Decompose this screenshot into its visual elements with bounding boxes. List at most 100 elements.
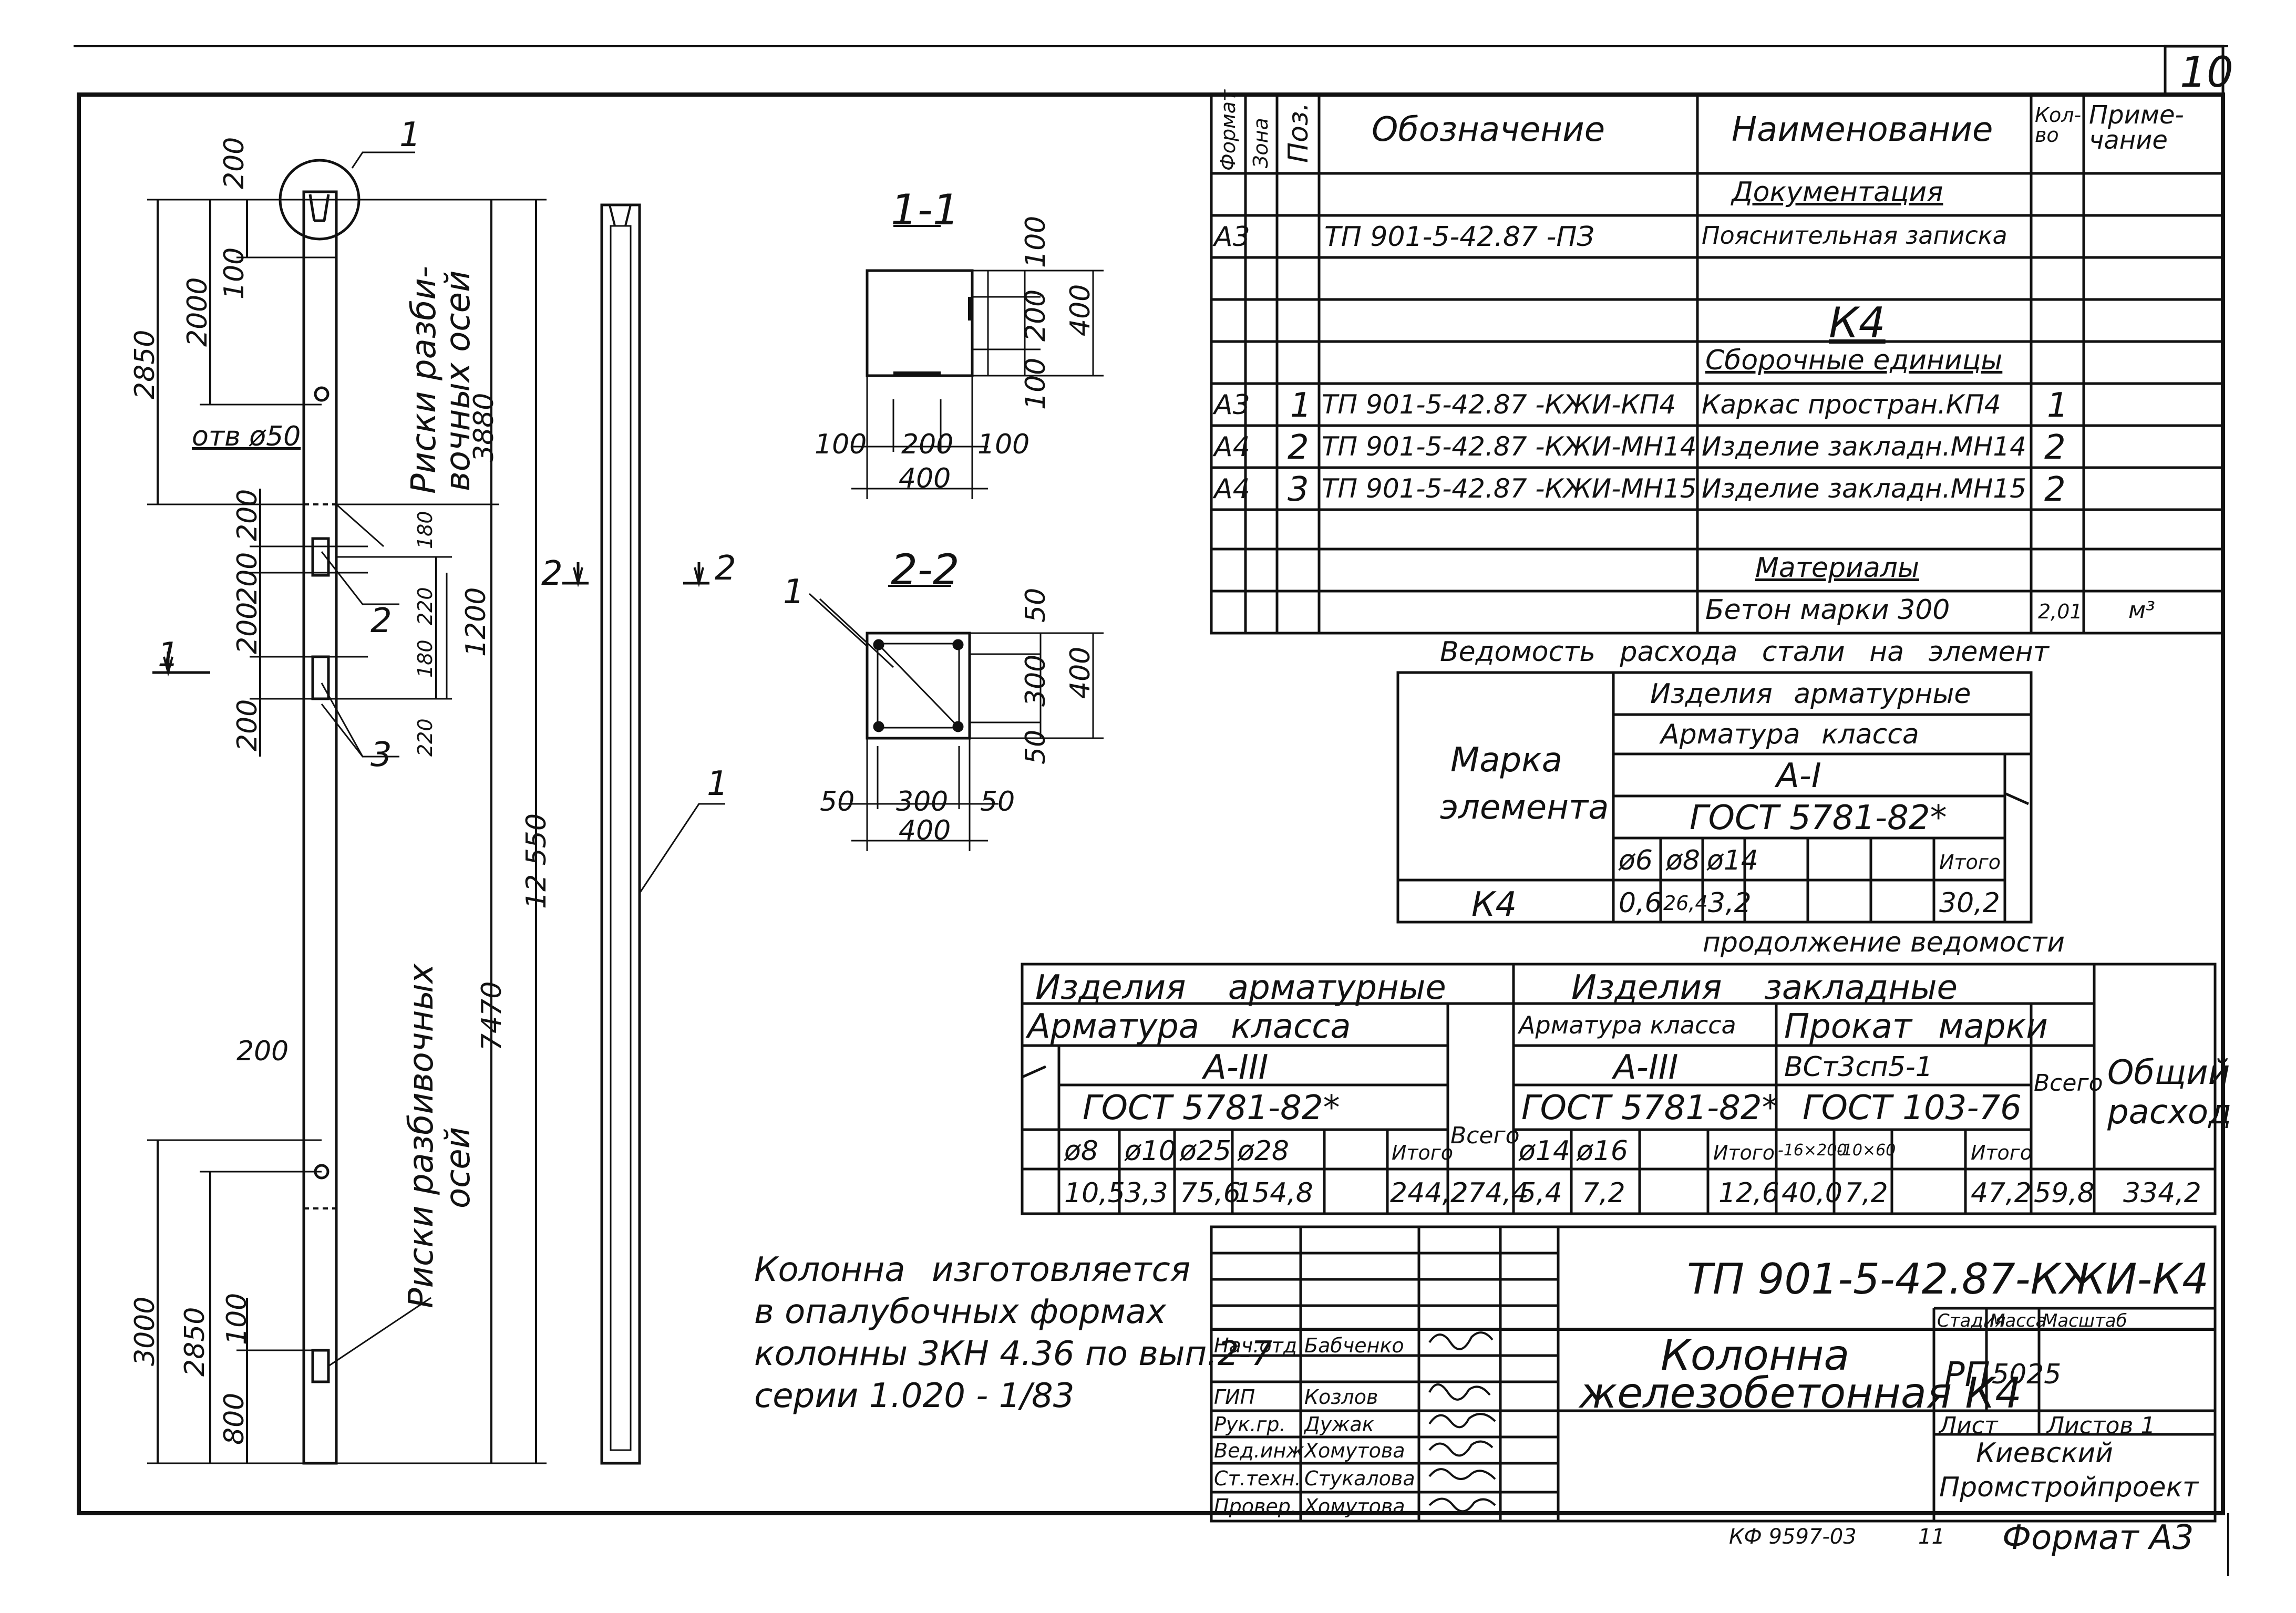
steel-col-1: ø6 [1619, 845, 1653, 876]
steel2-total1: 274,4 [1450, 1177, 1529, 1209]
dim-left-200-a: 200 [232, 489, 263, 541]
spec-header-zone: Зона [1249, 118, 1272, 168]
spec-header-designation: Обозначение [1372, 110, 1605, 149]
spec-row-2-designation: ТП 901-5-42.87 -КЖИ-МН14 [1322, 431, 1697, 462]
spec-header-format: Формат [1217, 89, 1240, 171]
axis-hole-top [314, 386, 330, 402]
dim-right-12550: 12 550 [521, 813, 552, 909]
sec1-dim-right: 100 [977, 429, 1030, 460]
note-line-4: серии 1.020 - 1/83 [754, 1377, 1075, 1415]
sec2-dim-right: 50 [980, 786, 1015, 818]
cut-2-label-right: 2 [715, 549, 736, 588]
steel2-col1-1: ø8 [1064, 1135, 1098, 1167]
spec-row-3-format: А4 [1214, 473, 1250, 505]
person-2-role: ГИП [1214, 1385, 1255, 1409]
title-stage-label: Стадия [1937, 1310, 2006, 1331]
spec-doc-format: А3 [1214, 221, 1250, 253]
spec-header-note: Приме-чание [2089, 100, 2184, 155]
steel2-col1-total: Итого [1392, 1141, 1454, 1164]
note-line-2: в опалубочных формах [754, 1293, 1166, 1331]
person-6-role: Провер. [1214, 1495, 1297, 1518]
title-mass: 5025 [1992, 1359, 2062, 1390]
column-side-view [600, 203, 725, 1465]
spec-table-grid [1210, 93, 2225, 635]
sec1-dim-total: 400 [899, 463, 951, 494]
marks-top-1: Риски разби- [405, 266, 444, 494]
person-5-role: Ст.техн. [1214, 1467, 1301, 1490]
spec-row-2-name: Изделие закладн.МН14 [1702, 431, 2026, 462]
sec2-dim-v1: 50 [1020, 587, 1052, 623]
steel2-val3-total: 47,2 [1971, 1177, 2032, 1209]
steel2-col3-2: -10×60 [1837, 1141, 1896, 1160]
spec-section-assemblies: Сборочные единицы [1705, 345, 2003, 376]
steel-col-2: ø8 [1666, 845, 1700, 876]
sec1-dim-v3: 100 [1020, 357, 1052, 410]
steel2-val2-1: 5,4 [1519, 1177, 1562, 1209]
title-org-2: Промстройпроект [1939, 1472, 2199, 1503]
steel-table-grid [1396, 671, 2033, 924]
steel2-class-label-1: Арматура класса [1027, 1007, 1351, 1046]
dim-right-180-a: 180 [414, 511, 437, 549]
person-5-name: Стукалова [1304, 1467, 1415, 1490]
dim-left-200-c: 200 [232, 602, 263, 654]
sheet-number: 10 [2180, 48, 2233, 97]
section-2-2-title: 2-2 [891, 545, 960, 594]
pos-3-label: 3 [370, 736, 392, 774]
continuation-title: продолжение ведомости [1703, 927, 2065, 958]
spec-row-2-format: А4 [1214, 431, 1250, 463]
spec-concrete-note: м³ [2128, 597, 2155, 624]
column-elevation [147, 151, 709, 1465]
sec1-dim-v2: 200 [1020, 289, 1052, 342]
dim-right-180-b: 180 [414, 639, 437, 678]
dim-left-2850-top: 2850 [129, 329, 161, 399]
spec-section-k4: К4 [1829, 298, 1886, 347]
spec-section-documents: Документация [1732, 177, 1943, 208]
sec2-dim-v2: 300 [1020, 654, 1052, 707]
steel-continuation-grid [1021, 963, 2217, 1215]
steel2-val2-2: 7,2 [1582, 1177, 1625, 1209]
steel2-grand: 334,2 [2123, 1177, 2201, 1209]
spec-row-1-format: А3 [1214, 389, 1250, 421]
dim-left-200-b: 200 [232, 552, 263, 604]
person-1-name: Бабченко [1304, 1334, 1404, 1357]
title-sheet-label: Лист [1939, 1412, 1998, 1439]
steel2-val1-2: 3,3 [1125, 1177, 1168, 1209]
steel2-col2-2: ø16 [1577, 1135, 1628, 1167]
spec-doc-designation: ТП 901-5-42.87 -ПЗ [1324, 221, 1594, 253]
sec2-dim-left: 50 [820, 786, 855, 818]
spec-concrete-name: Бетон марки 300 [1705, 594, 1950, 626]
steel2-rolled-grade: ВСт3сп5-1 [1784, 1051, 1933, 1083]
steel2-total2: 59,8 [2034, 1177, 2095, 1209]
sec2-callout-label: 1 [783, 573, 805, 612]
title-org-1: Киевский [1976, 1438, 2113, 1469]
steel-group: Изделия арматурные [1650, 678, 1971, 710]
dim-right-3880: 3880 [468, 392, 500, 462]
section-2-2 [808, 585, 1104, 851]
spec-row-3-name: Изделие закладн.МН15 [1702, 473, 2026, 504]
person-2-name: Козлов [1304, 1385, 1378, 1409]
person-1-role: Нач.отд [1214, 1334, 1298, 1357]
sec1-dim-v1: 100 [1020, 215, 1052, 268]
steel-mark-header-2: элемента [1440, 788, 1609, 827]
steel-mark-header-1: Марка [1450, 741, 1562, 780]
dim-left-800: 800 [219, 1392, 250, 1445]
cut-1-label: 1 [158, 636, 179, 675]
dim-right-7470: 7470 [476, 981, 508, 1051]
steel2-val1-1: 10,5 [1064, 1177, 1125, 1209]
spec-row-1-pos: 1 [1290, 386, 1312, 425]
footer-code: КФ 9597-03 [1729, 1525, 1857, 1549]
steel2-grand-label-1: Общий [2107, 1053, 2230, 1092]
lifting-loop [311, 1349, 330, 1383]
steel2-grand-label-2: расход [2107, 1093, 2232, 1132]
steel2-col3-1: -16×200 [1778, 1141, 1847, 1160]
dim-left-200-top: 200 [219, 137, 250, 189]
dim-left-2850-bottom: 2850 [179, 1307, 211, 1377]
steel2-col2-total: Итого [1713, 1141, 1775, 1164]
footer-format: Формат А3 [2002, 1518, 2194, 1557]
title-name-1: Колонна [1661, 1331, 1850, 1380]
steel-class: А-I [1776, 757, 1821, 795]
person-4-name: Хомутова [1304, 1439, 1405, 1462]
steel2-total2-label: Всего [2034, 1070, 2103, 1097]
steel-table-title: Ведомость расхода стали на элемент [1440, 636, 2049, 668]
dim-left-3000: 3000 [129, 1296, 161, 1366]
